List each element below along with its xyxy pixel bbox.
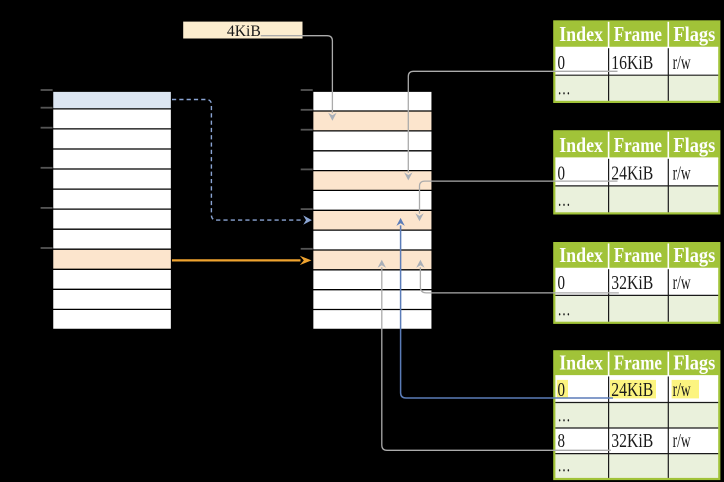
svg-text:4KiB: 4KiB [227, 23, 261, 40]
svg-text:Frame: Frame [614, 133, 662, 157]
svg-text:r/w: r/w [673, 272, 691, 294]
svg-text:…: … [558, 298, 571, 320]
svg-text:Index: Index [559, 243, 603, 267]
svg-text:…: … [558, 189, 571, 211]
svg-text:r/w: r/w [673, 163, 691, 185]
svg-text:32KiB: 32KiB [611, 272, 653, 294]
svg-text:Flags: Flags [673, 133, 715, 157]
svg-text:0: 0 [558, 52, 566, 74]
svg-text:Frame: Frame [614, 243, 662, 267]
svg-text:r/w: r/w [673, 52, 691, 74]
svg-text:24KiB: 24KiB [611, 379, 653, 401]
svg-text:…: … [558, 405, 571, 427]
svg-text:Index: Index [559, 133, 603, 157]
svg-text:0: 0 [558, 163, 566, 185]
svg-text:Flags: Flags [673, 351, 715, 375]
svg-text:24KiB: 24KiB [611, 163, 653, 185]
svg-text:32KiB: 32KiB [611, 430, 653, 452]
svg-text:0: 0 [558, 272, 566, 294]
svg-text:Index: Index [559, 351, 603, 375]
svg-text:r/w: r/w [673, 430, 691, 452]
svg-text:Frame: Frame [614, 22, 662, 46]
svg-text:0: 0 [558, 379, 566, 401]
svg-text:8: 8 [558, 430, 566, 452]
svg-text:Index: Index [559, 22, 603, 46]
svg-text:…: … [558, 77, 571, 99]
svg-text:16KiB: 16KiB [611, 52, 653, 74]
svg-text:Flags: Flags [673, 243, 715, 267]
svg-text:r/w: r/w [673, 379, 691, 401]
svg-text:Flags: Flags [673, 22, 715, 46]
svg-text:…: … [558, 455, 571, 477]
svg-text:Frame: Frame [614, 351, 662, 375]
